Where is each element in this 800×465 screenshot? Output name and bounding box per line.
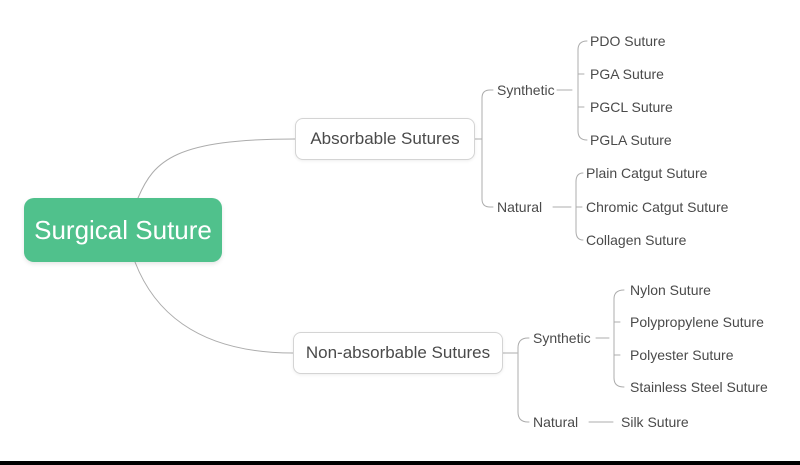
bracket-absorbable-natural: [552, 172, 584, 241]
leaf-node-pga-suture[interactable]: PGA Suture: [590, 66, 664, 82]
connector-root-absorbable: [137, 138, 296, 199]
leaf-node-plain-catgut-suture[interactable]: Plain Catgut Suture: [586, 165, 708, 181]
branch-node-absorbable-sutures[interactable]: Absorbable Sutures: [295, 118, 475, 160]
connector-root-nonabsorbable: [134, 261, 294, 354]
root-node-surgical-suture[interactable]: Surgical Suture: [24, 198, 222, 262]
leaf-node-pdo-suture[interactable]: PDO Suture: [590, 33, 666, 49]
bracket-absorbable-synthetic: [556, 40, 588, 141]
leaf-node-polyester-suture[interactable]: Polyester Suture: [630, 347, 734, 363]
leaf-node-chromic-catgut-suture[interactable]: Chromic Catgut Suture: [586, 199, 729, 215]
group-label-nonabsorbable-natural[interactable]: Natural: [533, 414, 579, 430]
branch-node-nonabsorbable-sutures[interactable]: Non-absorbable Sutures: [293, 332, 503, 374]
group-label-nonabsorbable-synthetic[interactable]: Synthetic: [533, 330, 591, 346]
group-label-absorbable-synthetic[interactable]: Synthetic: [497, 82, 555, 98]
bottom-border: [0, 461, 800, 465]
leaf-node-pgla-suture[interactable]: PGLA Suture: [590, 132, 672, 148]
leaf-node-stainless-steel-suture[interactable]: Stainless Steel Suture: [630, 379, 768, 395]
connector-nonabsorbable-split: [502, 337, 530, 423]
group-label-absorbable-natural[interactable]: Natural: [497, 199, 543, 215]
connector-absorbable-split: [474, 89, 494, 208]
leaf-node-polypropylene-suture[interactable]: Polypropylene Suture: [630, 314, 764, 330]
leaf-node-nylon-suture[interactable]: Nylon Suture: [630, 282, 711, 298]
bracket-nonabsorbable-synthetic: [595, 289, 625, 388]
leaf-node-collagen-suture[interactable]: Collagen Suture: [586, 232, 687, 248]
leaf-node-pgcl-suture[interactable]: PGCL Suture: [590, 99, 673, 115]
leaf-node-silk-suture[interactable]: Silk Suture: [621, 414, 689, 430]
